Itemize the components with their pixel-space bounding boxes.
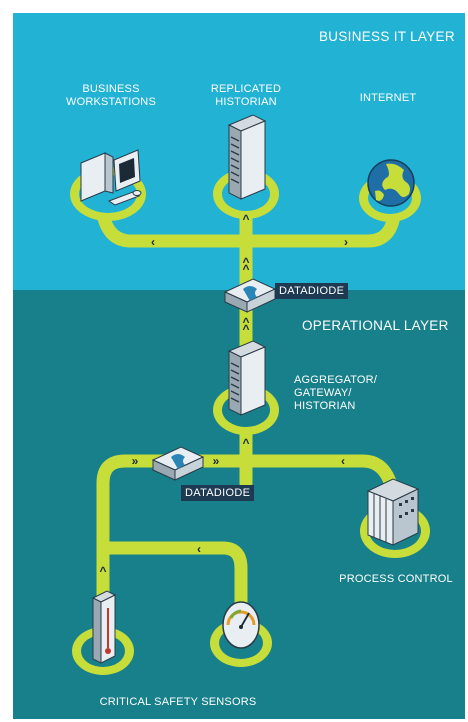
svg-text:»: » xyxy=(132,454,139,468)
workstation-icon xyxy=(80,149,142,206)
business-it-layer-title: BUSINESS IT LAYER xyxy=(319,29,455,44)
aggregator-server-icon xyxy=(227,340,267,416)
svg-text:^: ^ xyxy=(242,255,249,269)
process-control-rack-icon xyxy=(366,478,420,546)
thermometer-sensor-icon xyxy=(91,590,117,664)
datadiode-top-tag: DATADIODE xyxy=(275,283,349,299)
svg-text:^: ^ xyxy=(242,436,249,450)
svg-text:‹: ‹ xyxy=(197,542,201,556)
replicated-historian-server-icon xyxy=(227,114,267,200)
svg-text:‹: ‹ xyxy=(151,235,155,249)
svg-text:^: ^ xyxy=(242,212,249,226)
svg-text:‹: ‹ xyxy=(341,454,345,468)
svg-text:^: ^ xyxy=(242,315,249,329)
gauge-sensor-icon xyxy=(222,601,260,649)
business-workstations-label: BUSINESS WORKSTATIONS xyxy=(66,83,156,108)
replicated-historian-label: REPLICATED HISTORIAN xyxy=(210,83,282,108)
svg-text:^: ^ xyxy=(242,262,249,276)
network-diagram: ‹ › ^ ^ ^ ^ ^ ^ » » ‹ ‹ ^ BUSINESS IT LA… xyxy=(13,13,465,719)
svg-text:»: » xyxy=(213,454,220,468)
operational-layer-title: OPERATIONAL LAYER xyxy=(302,318,449,333)
aggregator-label: AGGREGATOR/ GATEWAY/ HISTORIAN xyxy=(294,374,378,412)
datadiode-top-icon xyxy=(223,278,277,313)
svg-text:^: ^ xyxy=(99,564,106,578)
svg-text:›: › xyxy=(344,235,348,249)
internet-label: INTERNET xyxy=(359,92,417,104)
svg-text:^: ^ xyxy=(242,322,249,336)
process-control-label: PROCESS CONTROL xyxy=(339,573,453,585)
critical-safety-sensors-label: CRITICAL SAFETY SENSORS xyxy=(99,696,257,708)
globe-icon xyxy=(367,159,415,207)
datadiode-bottom-icon xyxy=(151,446,205,481)
flow-arrows: ‹ › ^ ^ ^ ^ ^ ^ » » ‹ ‹ ^ xyxy=(99,212,348,578)
datadiode-bottom-tag: DATADIODE xyxy=(181,485,255,501)
